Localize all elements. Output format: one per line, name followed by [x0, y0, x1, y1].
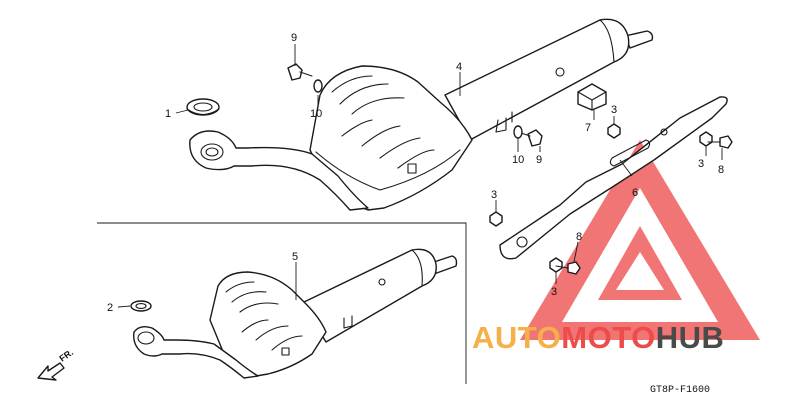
callout-4: 4: [456, 61, 462, 73]
watermark-part-hub: HUB: [656, 320, 725, 355]
gasket-part: [186, 98, 220, 116]
callout-labels: 1 2 9 10 4 5 3 7 10 9 3 8 6 3 8 3: [107, 32, 724, 314]
callout-7: 7: [585, 122, 591, 134]
callout-3: 3: [491, 189, 497, 201]
front-direction-label: FR.: [57, 347, 75, 364]
callout-10: 10: [310, 108, 322, 120]
callout-5: 5: [292, 251, 298, 263]
front-direction-arrow: FR.: [37, 347, 75, 381]
alternate-muffler-part: [133, 248, 458, 379]
small-gasket-part: [130, 300, 152, 312]
callout-3: 3: [551, 286, 557, 298]
washer-part: [313, 79, 523, 139]
callout-3: 3: [698, 158, 704, 170]
callout-10: 10: [512, 154, 524, 166]
callout-9: 9: [536, 154, 542, 166]
callout-8: 8: [718, 164, 724, 176]
inset-frame: [97, 222, 467, 384]
watermark-part-moto: MOTO: [561, 320, 655, 355]
callout-8: 8: [576, 231, 582, 243]
callout-9: 9: [291, 32, 297, 44]
heat-guard-part: [499, 96, 728, 260]
callout-1: 1: [165, 108, 171, 120]
clip-nut-part: [577, 83, 607, 111]
exhaust-muffler-part: [189, 18, 654, 211]
callout-6: 6: [632, 187, 638, 199]
watermark-part-auto: AUTO: [472, 320, 561, 355]
watermark-text: AUTOMOTOHUB: [472, 320, 724, 355]
diagram-code: GT8P-F1600: [650, 385, 710, 396]
callout-2: 2: [107, 302, 113, 314]
leader-lines: [117, 44, 723, 308]
callout-3: 3: [611, 104, 617, 116]
watermark-triangle-logo: [520, 140, 760, 340]
